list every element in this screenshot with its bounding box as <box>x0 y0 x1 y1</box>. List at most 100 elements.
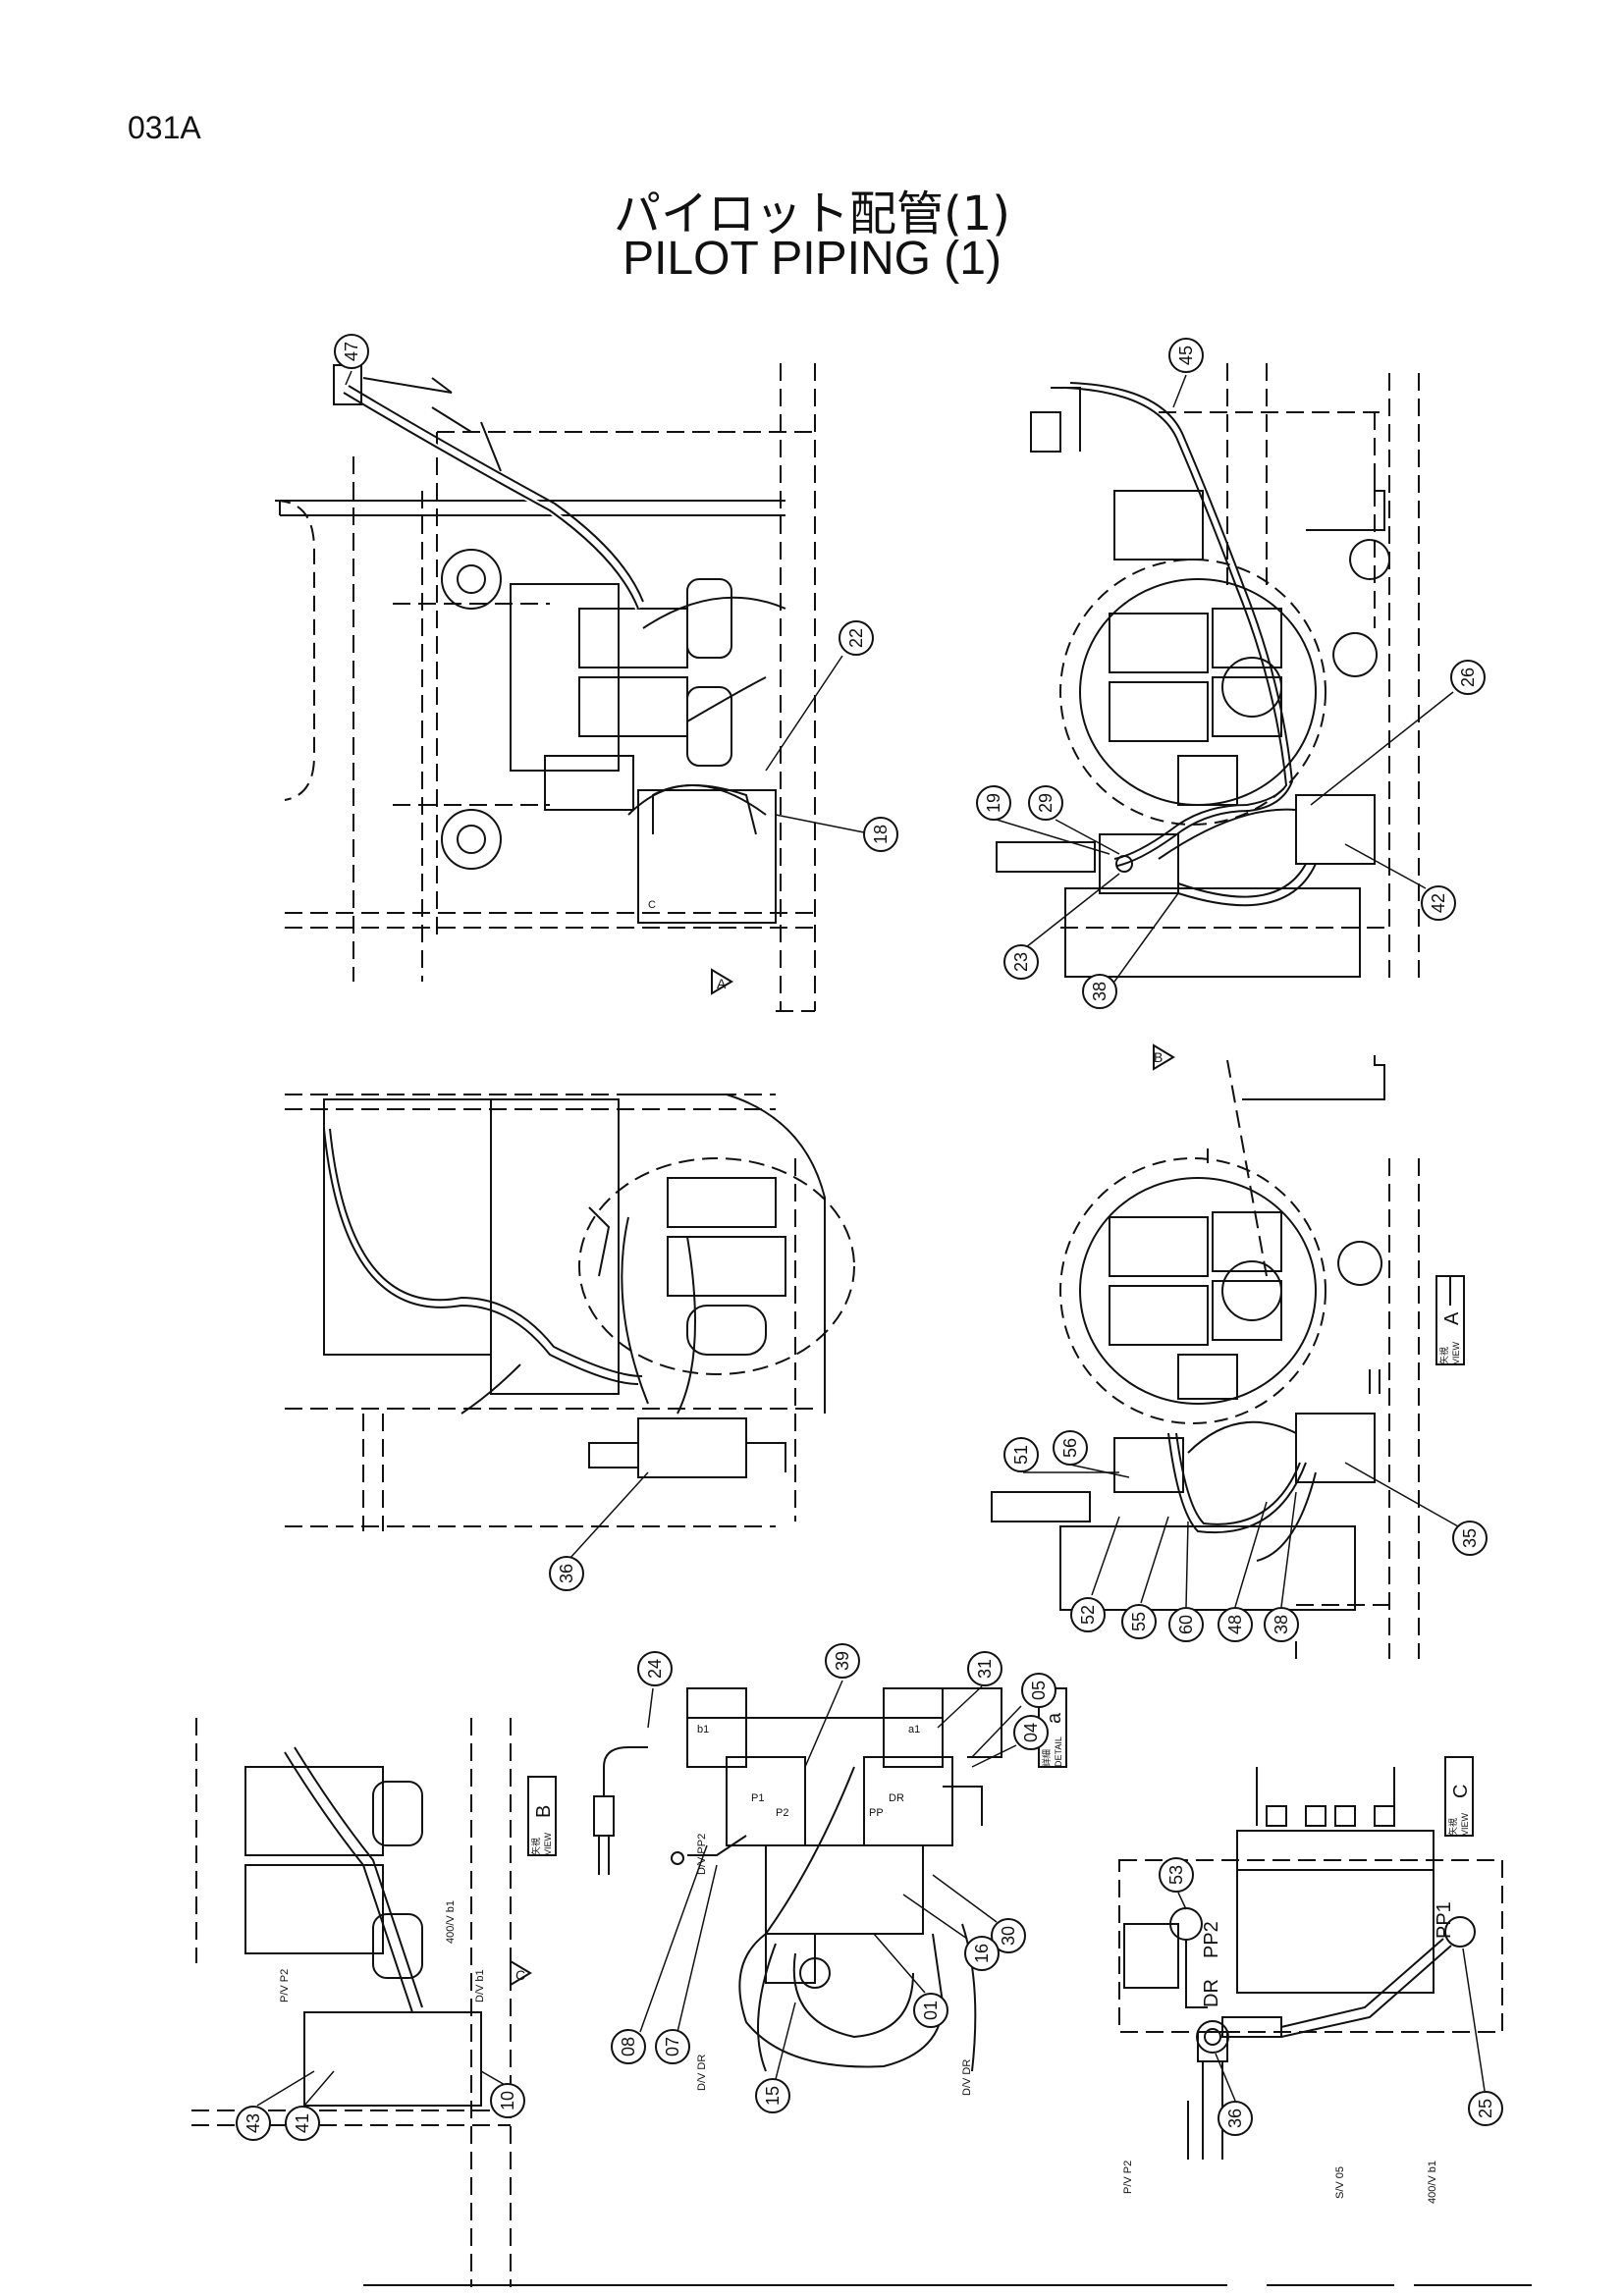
svg-text:18: 18 <box>871 825 891 844</box>
callout-39: 39 <box>825 1643 860 1679</box>
svg-text:31: 31 <box>975 1659 995 1679</box>
view-a-arrow-label: A <box>717 976 727 991</box>
svg-text:38: 38 <box>1090 982 1110 1001</box>
svg-text:42: 42 <box>1429 893 1448 913</box>
port-a1: a1 <box>908 1724 920 1735</box>
view-top-right: B <box>996 363 1420 1071</box>
view-c <box>1118 1767 1503 2160</box>
svg-text:38: 38 <box>1272 1615 1291 1634</box>
callout-56: 56 <box>1053 1430 1088 1466</box>
callout-38-top: 38 <box>1082 974 1117 1009</box>
svg-text:47: 47 <box>342 342 361 361</box>
svg-text:41: 41 <box>293 2113 312 2133</box>
svg-text:24: 24 <box>645 1659 665 1679</box>
view-tag-c-en: VIEW <box>1460 1812 1470 1836</box>
svg-text:04: 04 <box>1021 1723 1041 1742</box>
callout-47: 47 <box>334 334 369 369</box>
detail-tag-en: DETAIL <box>1054 1736 1063 1767</box>
svg-text:19: 19 <box>984 793 1003 813</box>
callout-35: 35 <box>1452 1521 1488 1556</box>
svg-text:36: 36 <box>557 1564 576 1583</box>
view-middle-left <box>285 1094 855 1531</box>
callout-30: 30 <box>991 1918 1026 1953</box>
view-b-arrow-label: B <box>1154 1049 1163 1065</box>
callout-38-bottom: 38 <box>1264 1607 1299 1642</box>
svg-text:10: 10 <box>498 2091 517 2110</box>
page-code: 031A <box>128 110 201 145</box>
svg-text:36: 36 <box>1225 2109 1245 2128</box>
view-tag-a-en: VIEW <box>1451 1341 1461 1364</box>
svg-text:51: 51 <box>1011 1445 1031 1465</box>
hose-pv-p2-b: P/V P2 <box>1122 2161 1134 2194</box>
view-tag-b-letter: B <box>533 1805 555 1818</box>
view-tag-c-jp: 矢視 <box>1447 1818 1458 1836</box>
view-tag-a: 矢視 VIEW A <box>1435 1275 1465 1365</box>
svg-text:23: 23 <box>1011 952 1031 972</box>
svg-text:35: 35 <box>1460 1528 1480 1548</box>
port-dr: DR <box>1201 1979 1222 2007</box>
callout-19: 19 <box>976 785 1011 821</box>
callout-36-bottom: 36 <box>1218 2101 1253 2136</box>
view-tag-b: 矢視 VIEW B <box>527 1776 557 1856</box>
callout-18: 18 <box>863 817 898 852</box>
svg-text:60: 60 <box>1176 1615 1196 1634</box>
port-p1: P1 <box>751 1792 764 1804</box>
view-tag-b-en: VIEW <box>543 1832 553 1855</box>
port-pp1: PP1 <box>1434 1901 1455 1939</box>
view-tag-c: 矢視 VIEW C <box>1444 1756 1474 1837</box>
svg-text:08: 08 <box>619 2037 638 2056</box>
leader-lines <box>256 370 1486 2107</box>
view-c-arrow-label: C <box>515 1967 525 1983</box>
callout-43: 43 <box>236 2106 271 2141</box>
svg-text:15: 15 <box>763 2086 783 2106</box>
view-top-left: A <box>274 363 816 1012</box>
callout-51: 51 <box>1003 1437 1039 1472</box>
svg-text:48: 48 <box>1225 1615 1245 1634</box>
title-english: PILOT PIPING (1) <box>623 233 1001 285</box>
svg-text:45: 45 <box>1176 346 1196 365</box>
port-p2: P2 <box>776 1807 788 1819</box>
port-pp2: PP2 <box>1201 1921 1222 1958</box>
detail-a <box>593 1687 1002 2072</box>
view-middle-right <box>991 1055 1420 1659</box>
callout-22: 22 <box>839 620 874 656</box>
callout-52: 52 <box>1070 1597 1106 1632</box>
callout-16: 16 <box>964 1936 1000 1971</box>
title-japanese: パイロット配管(1) <box>614 187 1010 241</box>
callout-25: 25 <box>1468 2091 1503 2126</box>
svg-text:55: 55 <box>1129 1612 1149 1631</box>
callout-45: 45 <box>1168 338 1204 373</box>
callout-23: 23 <box>1003 944 1039 980</box>
callout-10: 10 <box>490 2083 525 2118</box>
view-tag-a-jp: 矢視 <box>1438 1347 1449 1364</box>
svg-text:30: 30 <box>999 1926 1018 1946</box>
svg-text:43: 43 <box>244 2113 263 2133</box>
port-pp: PP <box>869 1807 884 1819</box>
svg-text:16: 16 <box>972 1944 992 1963</box>
svg-text:25: 25 <box>1476 2099 1495 2118</box>
svg-text:07: 07 <box>663 2037 682 2056</box>
callout-53: 53 <box>1159 1857 1194 1893</box>
svg-text:26: 26 <box>1458 667 1478 687</box>
callout-01: 01 <box>913 1993 948 2028</box>
svg-text:05: 05 <box>1029 1681 1049 1700</box>
svg-text:56: 56 <box>1060 1438 1080 1458</box>
port-labels: PP2 DR PP1 P1 P2 PP DR b1 a1 C D/V DR D/… <box>279 899 1455 2204</box>
svg-text:53: 53 <box>1166 1865 1186 1885</box>
callout-60: 60 <box>1168 1607 1204 1642</box>
view-tag-c-letter: C <box>1450 1785 1472 1798</box>
svg-text:29: 29 <box>1036 793 1056 813</box>
detail-tag-letter: a <box>1044 1712 1065 1724</box>
hose-dv-b1: D/V b1 <box>474 1969 486 2002</box>
callout-48: 48 <box>1218 1607 1253 1642</box>
hose-dv-dr-2: D/V DR <box>961 2059 973 2096</box>
hose-sv-05: S/V 05 <box>1334 2166 1346 2199</box>
view-tag-a-letter: A <box>1441 1311 1463 1325</box>
callout-42: 42 <box>1421 885 1456 921</box>
callout-41: 41 <box>285 2106 320 2141</box>
callout-08: 08 <box>611 2029 646 2064</box>
svg-text:22: 22 <box>846 628 866 648</box>
callouts: 47 22 18 45 26 19 29 23 38 42 36 51 56 3… <box>236 334 1503 2141</box>
hose-400v-b1-b: 400/V b1 <box>1427 2161 1438 2204</box>
